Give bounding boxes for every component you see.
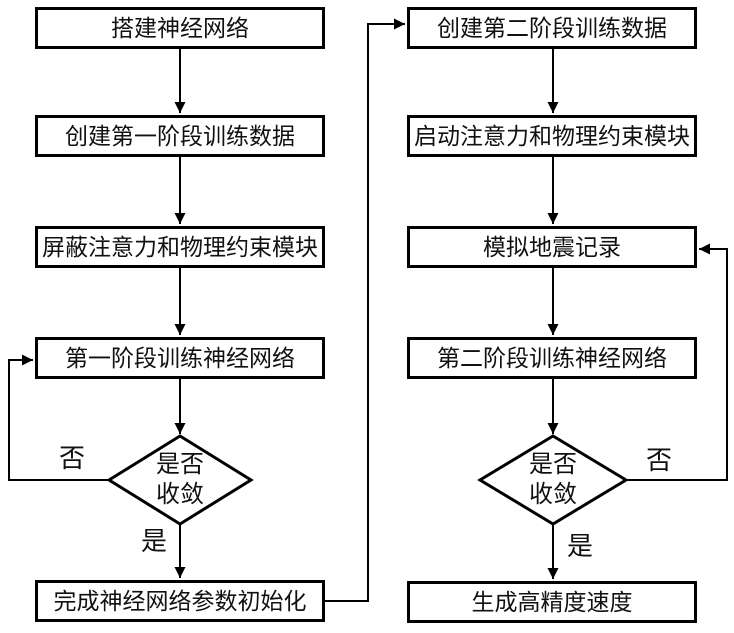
node-label: 生成高精度速度	[471, 589, 633, 615]
node-label: 创建第一阶段训练数据	[65, 123, 295, 149]
arrow-decision1-no-loop	[8, 354, 109, 481]
node-build-neural-network: 搭建神经网络	[35, 7, 325, 49]
node-create-stage2-training-data: 创建第二阶段训练数据	[407, 7, 697, 49]
edge-label-stage1-no: 否	[59, 444, 86, 473]
node-label: 模拟地震记录	[483, 234, 621, 260]
node-disable-attention-physics-module: 屏蔽注意力和物理约束模块	[35, 226, 325, 268]
edge-label-stage2-no: 否	[646, 446, 673, 475]
node-label: 第一阶段训练神经网络	[65, 345, 295, 371]
decision-stage2-converged: 是否 收敛	[529, 452, 577, 508]
node-label: 创建第二阶段训练数据	[437, 15, 667, 41]
node-stage1-train-network: 第一阶段训练神经网络	[35, 337, 325, 379]
node-label: 搭建神经网络	[111, 15, 249, 41]
edge-label-stage2-yes: 是	[567, 532, 594, 561]
edge-label-stage1-yes: 是	[141, 527, 168, 556]
node-complete-network-param-init: 完成神经网络参数初始化	[35, 580, 325, 622]
node-generate-high-precision-velocity: 生成高精度速度	[407, 581, 697, 623]
node-label: 屏蔽注意力和物理约束模块	[42, 234, 318, 260]
arrow-decision2-no-loop	[626, 243, 728, 481]
node-label: 第二阶段训练神经网络	[437, 345, 667, 371]
decision-stage1-diamond	[106, 434, 254, 526]
node-create-stage1-training-data: 创建第一阶段训练数据	[35, 115, 325, 157]
node-simulate-seismic-record: 模拟地震记录	[407, 226, 697, 268]
arrow-init-to-create2	[325, 18, 405, 602]
decision-stage2-diamond	[477, 434, 629, 526]
node-label: 完成神经网络参数初始化	[53, 588, 307, 614]
decision-stage1-converged: 是否 收敛	[156, 452, 204, 508]
node-stage2-train-network: 第二阶段训练神经网络	[407, 337, 697, 379]
node-enable-attention-physics-module: 启动注意力和物理约束模块	[407, 115, 697, 157]
node-label: 启动注意力和物理约束模块	[414, 123, 690, 149]
